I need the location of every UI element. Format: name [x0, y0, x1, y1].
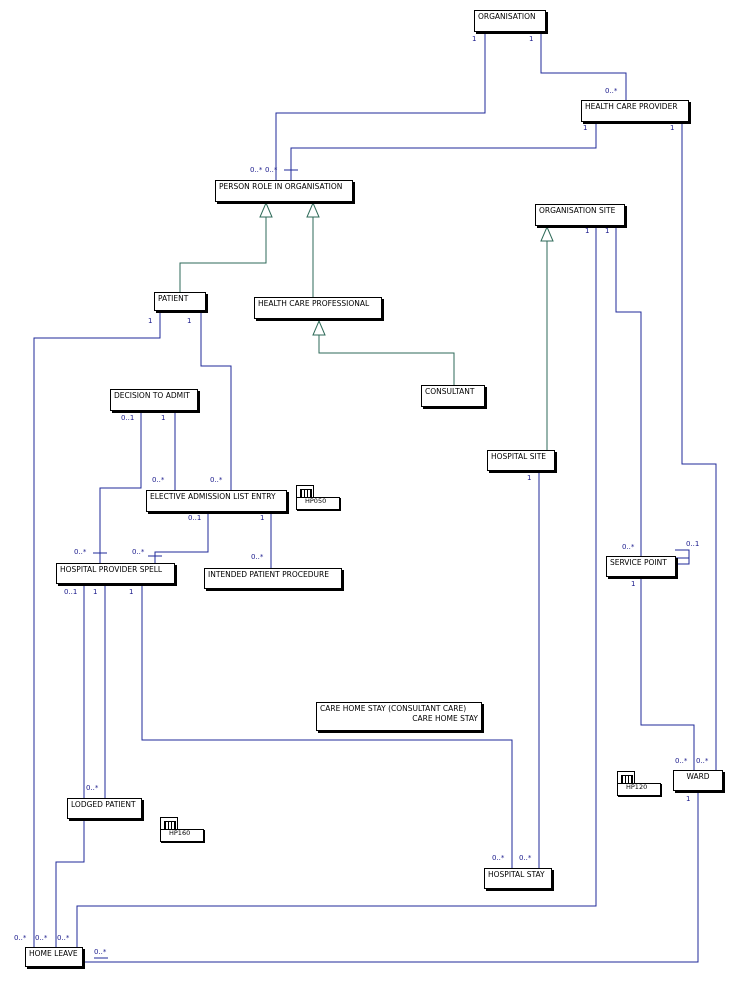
mult-ward-b: 0..*: [696, 757, 709, 765]
entity-health-care-provider[interactable]: HEALTH CARE PROVIDER: [581, 100, 689, 122]
entity-hospital-stay[interactable]: HOSPITAL STAY: [484, 868, 552, 889]
mult-hcp-right: 1: [670, 124, 675, 132]
mult-ward-a: 0..*: [675, 757, 688, 765]
mult-hcp-left: 1: [583, 124, 588, 132]
mult-eale-d: 1: [260, 514, 265, 522]
mult-hps-c: 0..1: [64, 588, 78, 596]
assoc-sp-self: [675, 557, 690, 565]
assoc-osite-homeleave: [76, 227, 597, 947]
mult-patient-right: 1: [187, 317, 192, 325]
mult-prio-b: 0..*: [265, 166, 278, 174]
entity-patient[interactable]: PATIENT: [154, 292, 206, 311]
mult-org-right: 1: [529, 35, 534, 43]
mult-eale-c: 0..1: [188, 514, 202, 522]
mult-eale-b: 0..*: [210, 476, 223, 484]
entity-ward[interactable]: WARD: [673, 770, 723, 791]
assoc-ward-homeleave: [81, 792, 699, 963]
mult-dta-left: 0..1: [121, 414, 135, 422]
mult-hstay-b: 0..*: [519, 854, 532, 862]
mult-eale-a: 0..*: [152, 476, 165, 484]
mult-hstay-a: 0..*: [492, 854, 505, 862]
entity-consultant[interactable]: CONSULTANT: [421, 385, 485, 407]
assoc-org-hcp: [540, 33, 627, 100]
entity-organisation-site[interactable]: ORGANISATION SITE: [535, 204, 625, 226]
mult-hl-d: 0..*: [94, 948, 107, 956]
mult-hps-b: 0..*: [132, 548, 145, 556]
mult-sp-self: 0..1: [686, 540, 700, 548]
assoc-osite-sp: [615, 227, 642, 556]
entity-care-home-stay[interactable]: CARE HOME STAY (CONSULTANT CARE)CARE HOM…: [316, 702, 482, 731]
package-hp160[interactable]: HP160: [160, 817, 204, 843]
entity-decision-to-admit[interactable]: DECISION TO ADMIT: [110, 389, 198, 411]
entity-health-care-professional[interactable]: HEALTH CARE PROFESSIONAL: [254, 297, 382, 319]
package-label: HP120: [626, 783, 648, 791]
entity-hospital-provider-spell[interactable]: HOSPITAL PROVIDER SPELL: [56, 563, 175, 584]
entity-intended-patient-procedure[interactable]: INTENDED PATIENT PROCEDURE: [204, 568, 342, 589]
assoc-dta-hps: [99, 411, 142, 563]
mult-hl-a: 0..*: [14, 934, 27, 942]
mult-hps-d: 1: [93, 588, 98, 596]
gen-hsite-to-osite-arrow: [540, 225, 554, 242]
gen-consultant-to-hcp-arrow: [312, 319, 326, 336]
mult-sp-bottom: 1: [631, 580, 636, 588]
gen-patient-to-prio: [179, 203, 267, 292]
assoc-hcp-prio: [290, 123, 597, 180]
package-label: HP050: [305, 497, 327, 505]
package-hp120[interactable]: HP120: [617, 771, 661, 797]
mult-sp-top: 0..*: [622, 543, 635, 551]
assoc-hps-hstay: [141, 584, 513, 868]
mult-site-left: 1: [585, 227, 590, 235]
mult-site-right: 1: [605, 227, 610, 235]
mult-lodged: 0..*: [86, 784, 99, 792]
mult-hl-c: 0..*: [57, 934, 70, 942]
entity-elective-admission-list-entry[interactable]: ELECTIVE ADMISSION LIST ENTRY: [146, 490, 287, 512]
assoc-hcp-ward: [681, 123, 717, 770]
assoc-hps-homeleave: [55, 584, 85, 947]
mult-patient-left: 1: [148, 317, 153, 325]
mult-hps-a: 0..*: [74, 548, 87, 556]
entity-person-role-in-organisation[interactable]: PERSON ROLE IN ORGANISATION: [215, 180, 353, 202]
assoc-eale-hps: [154, 511, 209, 563]
mult-org-left: 1: [472, 35, 477, 43]
assoc-patient-eale: [200, 311, 232, 490]
gen-consultant-to-hcp: [318, 321, 455, 385]
entity-hospital-site[interactable]: HOSPITAL SITE: [487, 450, 555, 471]
package-hp050[interactable]: HP050: [296, 485, 340, 511]
assoc-patient-homeleave: [33, 311, 161, 947]
mult-hps-e: 1: [129, 588, 134, 596]
assoc-sp-ward: [640, 577, 695, 770]
mult-ipp: 0..*: [251, 553, 264, 561]
assoc-org-prio: [275, 33, 486, 180]
assoc-sp-self-2: [675, 549, 690, 565]
entity-home-leave[interactable]: HOME LEAVE: [25, 947, 83, 967]
mult-prio-a: 0..*: [250, 166, 263, 174]
gen-patient-to-prio-arrow: [259, 201, 273, 218]
entity-lodged-patient[interactable]: LODGED PATIENT: [67, 798, 142, 819]
mult-hcp-top: 0..*: [605, 87, 618, 95]
entity-service-point[interactable]: SERVICE POINT: [606, 556, 676, 577]
gen-hcp-to-prio-arrow: [306, 201, 320, 218]
mult-hl-b: 0..*: [35, 934, 48, 942]
mult-hsite: 1: [527, 474, 532, 482]
entity-organisation[interactable]: ORGANISATION: [474, 10, 546, 32]
mult-ward-c: 1: [686, 795, 691, 803]
mult-dta-right: 1: [161, 414, 166, 422]
package-label: HP160: [169, 829, 191, 837]
